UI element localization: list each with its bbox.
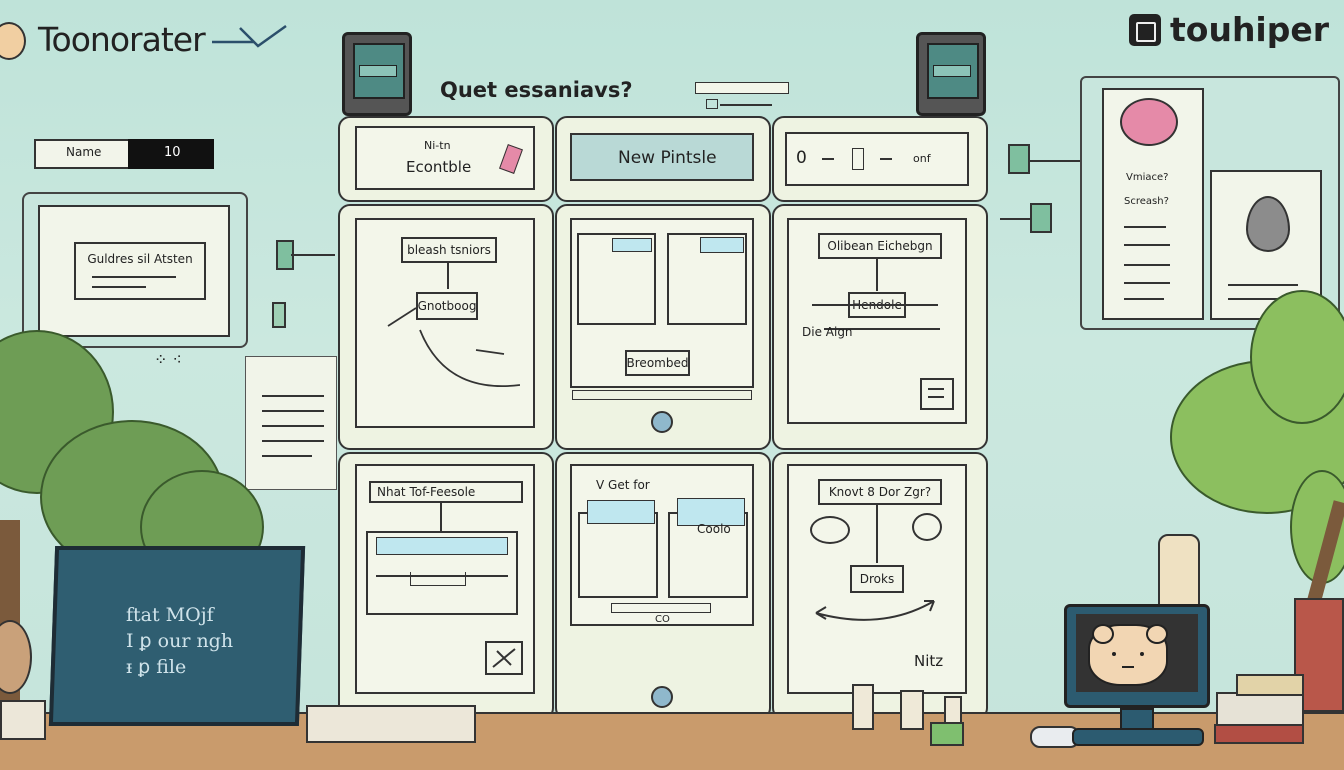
app-title: Toonorater: [38, 20, 206, 59]
plug-icon: [1008, 144, 1030, 174]
breombed-button[interactable]: Breombed: [625, 350, 690, 376]
bottom-panel-3-top: Knovt 8 Dor Zgr?: [818, 479, 942, 505]
bear-logo-icon: [0, 22, 26, 60]
plug-icon: [272, 302, 286, 328]
speech-bubble-icon: [810, 516, 850, 544]
cup-icon: [852, 684, 874, 730]
paper-stack-icon: [0, 700, 46, 740]
bottle-icon: [1158, 534, 1200, 610]
bottom-panel-2-bottom: CO: [655, 614, 670, 625]
left-card-title: Guldres sil Atsten: [74, 242, 206, 300]
document-icon: [920, 378, 954, 410]
chalkboard-line-2: I ꝑ our ngh: [126, 630, 234, 652]
note-icon: [245, 356, 337, 490]
circle-button[interactable]: [651, 686, 673, 708]
bottom-panel-3-corner: Nitz: [914, 652, 944, 670]
monitor-icon: [342, 32, 412, 116]
middle-panel-1-mid: Gnotboog: [416, 292, 478, 320]
bottom-panel-1-top: Nhat Tof-Feesole: [369, 481, 523, 503]
top-panel-1-line1: Ni-tn: [424, 139, 451, 152]
pot-icon: [1294, 598, 1344, 712]
drop-icon: [1246, 196, 1290, 252]
circle-button[interactable]: [651, 411, 673, 433]
top-panel-3-text2: onf: [913, 152, 931, 165]
name-field-value: 10: [164, 145, 181, 160]
box-icon: [930, 722, 964, 746]
chalkboard-line-1: ftat MOjf: [126, 604, 214, 626]
right-card-q1: Vmiace?: [1126, 172, 1169, 183]
monitor-icon: [916, 32, 986, 116]
pink-bubble-icon: [1120, 98, 1178, 146]
new-pintsle-label: New Pintsle: [618, 148, 717, 168]
name-field-value-box[interactable]: [128, 139, 214, 169]
name-field-label: Name: [66, 145, 102, 159]
logo-right: touhiper: [1170, 10, 1330, 49]
checkmark-icon: [212, 24, 287, 48]
header-bar: [695, 82, 789, 94]
middle-panel-3-top: Olibean Eichebgn: [818, 233, 942, 259]
new-pintsle-button[interactable]: [570, 133, 754, 181]
top-panel-3-text1: 0: [796, 148, 807, 168]
right-card-q2: Screash?: [1124, 196, 1169, 207]
plug-icon: [1030, 203, 1052, 233]
chalkboard-line-3: ᵻ ꝑ file: [126, 656, 187, 678]
bottom-panel-2-top: V Get for: [596, 478, 650, 492]
bottom-panel-3-mid: Droks: [850, 565, 904, 593]
bottom-panel-2-box: Coolo: [697, 522, 731, 536]
middle-panel-1-top: bleash tsniors: [401, 237, 497, 263]
header-question: Quet essaniavs?: [440, 78, 633, 102]
book-icon: [306, 705, 476, 743]
middle-panel-3-side: Die Aign: [802, 325, 853, 339]
cup-icon: [900, 690, 924, 730]
vase-icon: [0, 620, 32, 694]
speech-bubble-icon: [912, 513, 942, 541]
top-panel-1-line2: Econtble: [406, 158, 472, 176]
